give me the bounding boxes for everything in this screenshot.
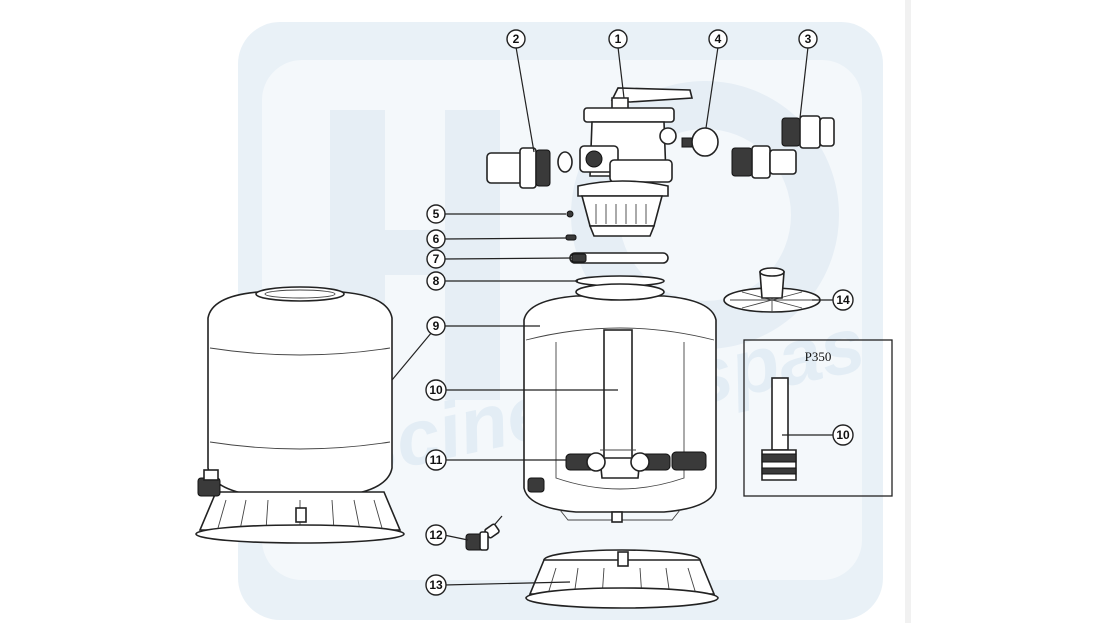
svg-text:11: 11 — [430, 453, 443, 467]
svg-text:5: 5 — [433, 207, 440, 221]
svg-text:10: 10 — [429, 383, 443, 397]
leader-lines — [391, 46, 834, 586]
callout-14: 14 — [832, 289, 854, 311]
svg-text:14: 14 — [836, 293, 850, 307]
callout-12: 12 — [425, 524, 447, 546]
callout-5: 5 — [426, 204, 446, 224]
svg-text:9: 9 — [433, 319, 440, 333]
diffuser — [723, 267, 821, 313]
o-ring-small — [566, 210, 574, 218]
svg-text:1: 1 — [615, 32, 622, 46]
callout-13: 13 — [425, 574, 447, 596]
union-fitting-left — [486, 147, 573, 189]
tank-base — [525, 549, 719, 609]
svg-text:12: 12 — [429, 528, 443, 542]
callout-1: 1 — [608, 29, 628, 49]
screw-small — [565, 234, 577, 241]
assembled-tank — [195, 286, 405, 544]
callout-8: 8 — [426, 271, 446, 291]
callout-3: 3 — [798, 29, 818, 49]
callout-10: 10 — [425, 379, 447, 401]
inset-title: P350 — [805, 349, 832, 364]
callout-7: 7 — [426, 249, 446, 269]
callout-2: 2 — [506, 29, 526, 49]
callout-6: 6 — [426, 229, 446, 249]
union-fitting-right — [731, 115, 835, 179]
callout-9: 9 — [426, 316, 446, 336]
svg-text:8: 8 — [433, 274, 440, 288]
svg-text:10: 10 — [836, 428, 850, 442]
multiport-valve — [577, 87, 694, 237]
page-edge — [905, 0, 911, 623]
callouts: 1 2 3 4 5 6 7 8 9 10 11 12 13 14 10 — [425, 29, 854, 596]
plug — [681, 127, 719, 157]
callout-4: 4 — [708, 29, 728, 49]
svg-text:6: 6 — [433, 232, 440, 246]
inset-p350: P350 — [743, 339, 893, 497]
exploded-tank — [523, 283, 717, 523]
clamp-ring — [569, 252, 669, 264]
svg-text:4: 4 — [715, 32, 722, 46]
svg-text:2: 2 — [513, 32, 520, 46]
svg-text:3: 3 — [805, 32, 812, 46]
drain-plug — [465, 515, 503, 551]
callout-11: 11 — [425, 449, 447, 471]
callout-inset-10: 10 — [832, 424, 854, 446]
svg-text:13: 13 — [429, 578, 443, 592]
svg-text:7: 7 — [433, 252, 440, 266]
